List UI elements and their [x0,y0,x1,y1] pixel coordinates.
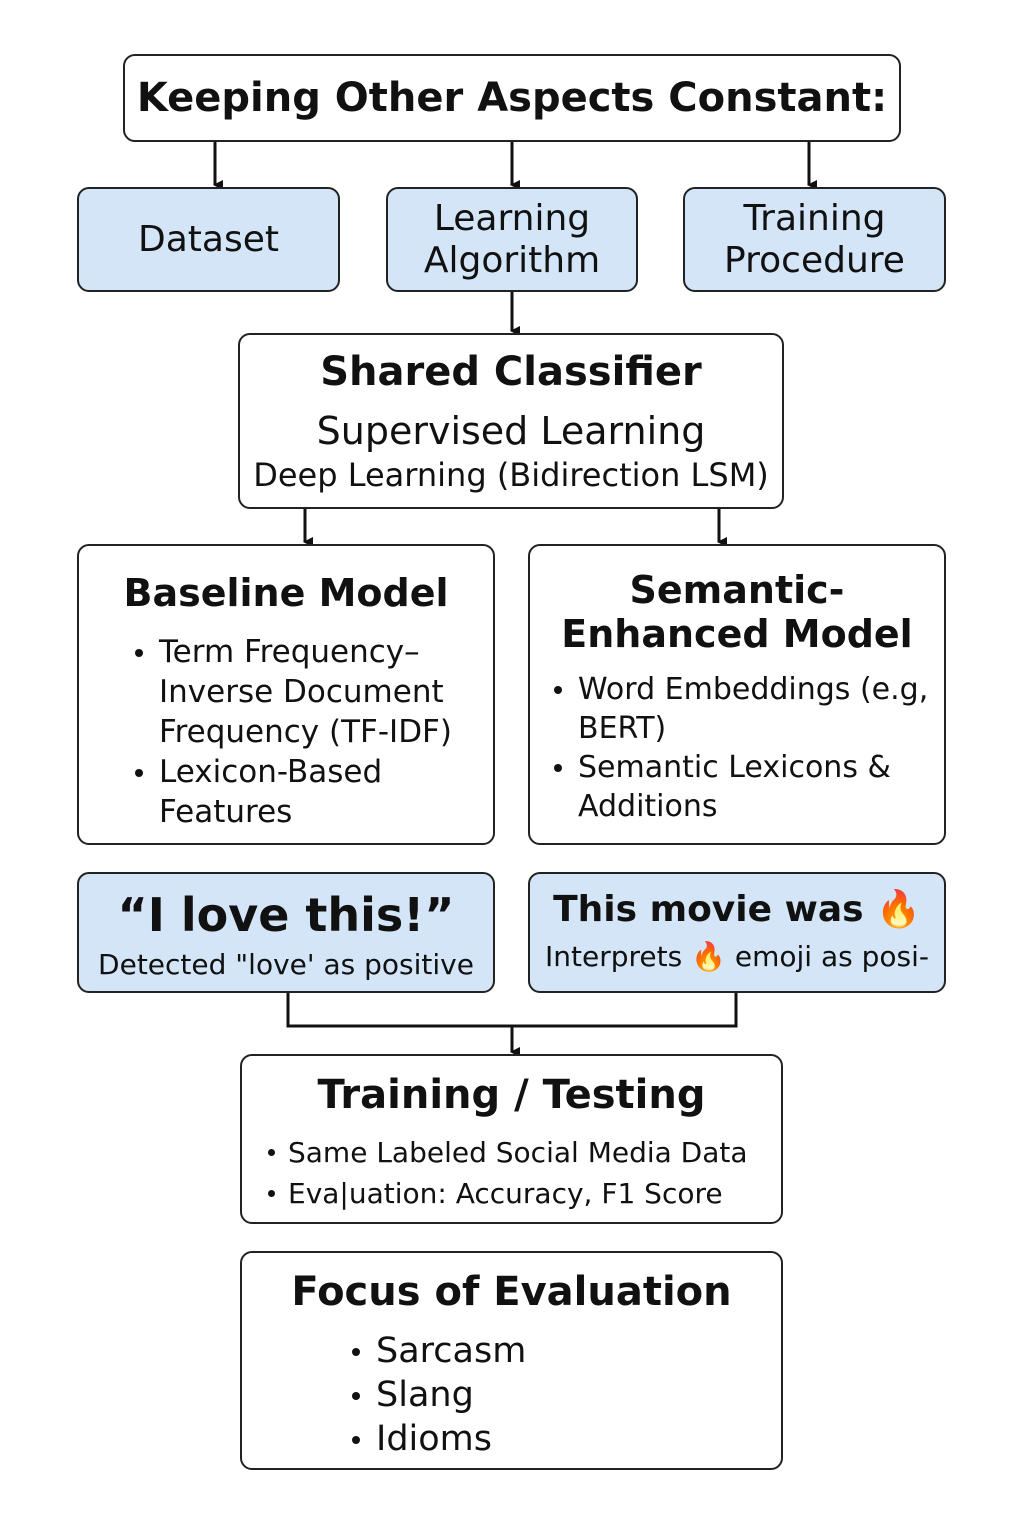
semantic-example-note: Interprets 🔥 emoji as posi- [545,940,929,973]
merge-line [286,993,738,1028]
learning-label-line2: Algorithm [423,239,601,281]
list-item: Idioms [350,1417,526,1461]
learning-algorithm-box: Learning Algorithm [386,187,638,292]
baseline-model-box: Baseline Model Term Frequency– Inverse D… [77,544,495,845]
semantic-example-text: This movie was 🔥 [553,889,921,930]
list-item: Sarcasm [350,1329,526,1373]
header-box: Keeping Other Aspects Constant: [123,54,901,142]
learning-label-line1: Learning [433,197,591,239]
focus-of-evaluation-list: Sarcasm Slang Idioms [350,1329,526,1461]
shared-classifier-box: Shared Classifier Supervised Learning De… [238,333,784,509]
list-item: Lexicon-Based Features [131,752,487,832]
dataset-label: Dataset [138,219,279,260]
semantic-model-box: Semantic-Enhanced Model Word Embeddings … [528,544,946,845]
training-label-line1: Training [743,197,886,239]
focus-of-evaluation-box: Focus of Evaluation Sarcasm Slang Idioms [240,1251,783,1470]
list-item: Same Labeled Social Media Data [266,1132,748,1173]
baseline-model-title: Baseline Model [123,571,449,615]
semantic-feature-list: Word Embeddings (e.g, BERT) Semantic Lex… [550,670,940,826]
semantic-model-title: Semantic-Enhanced Model [561,568,913,656]
baseline-example-box: “I love this!” Detected "love' as positi… [77,872,495,993]
baseline-example-note: Detected "love' as positive [98,948,474,981]
shared-classifier-line1: Supervised Learning [316,409,706,453]
focus-of-evaluation-title: Focus of Evaluation [291,1269,732,1315]
shared-classifier-line2: Deep Learning (Bidirection LSM) [253,456,769,494]
training-label-line2: Procedure [724,239,905,281]
semantic-example-box: This movie was 🔥 Interprets 🔥 emoji as p… [528,872,946,993]
baseline-feature-list: Term Frequency– Inverse Document Frequen… [131,632,487,832]
list-item: Semantic Lexicons & Additions [550,748,940,826]
baseline-example-text: “I love this!” [117,888,455,942]
training-testing-list: Same Labeled Social Media Data Eva|uatio… [266,1132,748,1214]
list-item: Slang [350,1373,526,1417]
training-testing-title: Training / Testing [317,1072,706,1118]
training-testing-box: Training / Testing Same Labeled Social M… [240,1054,783,1224]
training-procedure-box: Training Procedure [683,187,946,292]
shared-classifier-title: Shared Classifier [320,349,702,395]
header-title: Keeping Other Aspects Constant: [136,75,888,121]
dataset-box: Dataset [77,187,340,292]
list-item: Word Embeddings (e.g, BERT) [550,670,940,748]
list-item: Term Frequency– Inverse Document Frequen… [131,632,487,752]
list-item: Eva|uation: Accuracy, F1 Score [266,1173,748,1214]
